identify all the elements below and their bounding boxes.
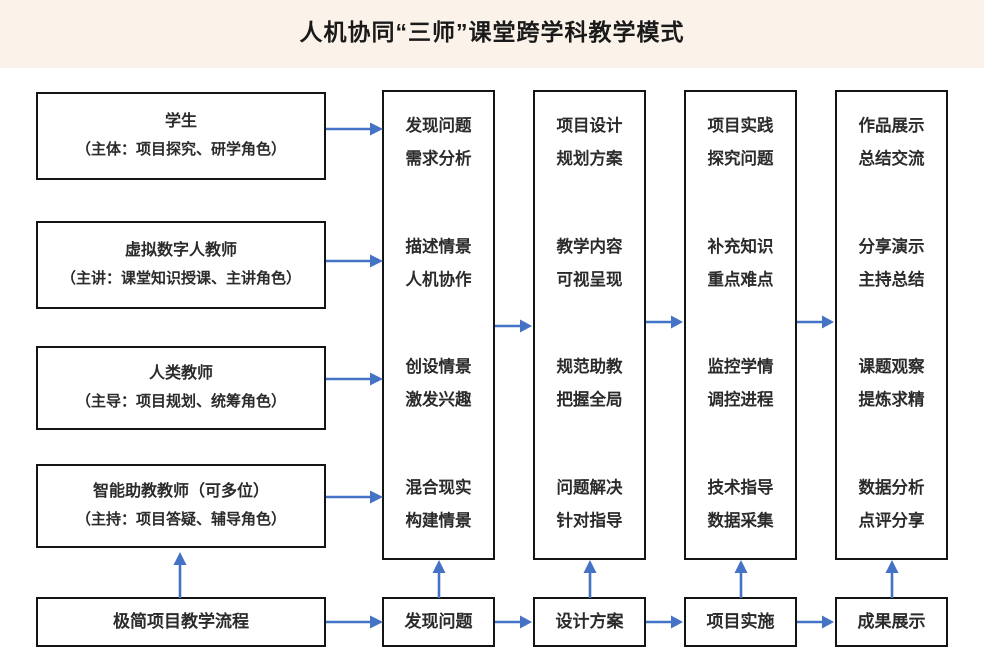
bottom-flow-label: 设计方案 bbox=[555, 612, 624, 631]
arrow-ai-assistant-to-stage1 bbox=[326, 488, 384, 506]
arrow-student-to-stage1 bbox=[326, 120, 384, 138]
stage-line: 课题观察 bbox=[858, 358, 925, 377]
stage-line: 总结交流 bbox=[858, 150, 925, 168]
bottom-flow-label: 项目实施 bbox=[706, 612, 775, 631]
stage-line: 规范助教 bbox=[556, 358, 623, 377]
stage-line: 问题解决 bbox=[556, 478, 623, 497]
arrow-bottom4-to-stage4 bbox=[883, 560, 901, 598]
stage-line: 构建情景 bbox=[405, 511, 472, 530]
role-box-human-teacher[interactable]: 人类教师 （主导：项目规划、统筹角色） bbox=[36, 346, 326, 430]
arrow-human-teacher-to-stage1 bbox=[326, 370, 384, 388]
stage-line: 可视呈现 bbox=[556, 270, 623, 289]
stage-line: 分享演示 bbox=[858, 237, 925, 256]
stage-line: 激发兴趣 bbox=[405, 391, 472, 410]
role-title: 虚拟数字人教师 bbox=[124, 242, 237, 259]
stage-line: 主持总结 bbox=[858, 270, 925, 289]
stage-line: 数据采集 bbox=[707, 511, 774, 530]
arrow-process-to-bottom1 bbox=[326, 613, 384, 631]
arrow-process-to-ai-assistant bbox=[171, 552, 189, 598]
arrow-bottom2-to-bottom3 bbox=[646, 613, 684, 631]
stage-group: 教学内容 可视呈现 bbox=[557, 231, 623, 297]
role-box-ai-assistant-teacher[interactable]: 智能助教教师（可多位） （主持：项目答疑、辅导角色） bbox=[36, 464, 326, 548]
page-title: 人机协同“三师”课堂跨学科教学模式 bbox=[299, 19, 685, 45]
role-subtitle: （主讲：课堂知识授课、主讲角色） bbox=[60, 270, 301, 287]
arrow-bottom1-to-bottom2 bbox=[495, 613, 533, 631]
stage-line: 补充知识 bbox=[707, 237, 774, 256]
stage-line: 需求分析 bbox=[405, 150, 472, 168]
bottom-flow-box-1[interactable]: 发现问题 bbox=[382, 597, 495, 647]
stage-line: 描述情景 bbox=[405, 237, 472, 256]
stage-line: 数据分析 bbox=[858, 478, 925, 497]
title-band bbox=[0, 0, 984, 68]
arrow-bottom2-to-stage2 bbox=[581, 560, 599, 598]
stage-group: 混合现实 构建情景 bbox=[406, 472, 472, 538]
stage-group: 技术指导 数据采集 bbox=[708, 472, 774, 538]
stage-line: 探究问题 bbox=[707, 150, 774, 168]
arrow-stage3-to-stage4 bbox=[797, 313, 835, 331]
stage-line: 点评分享 bbox=[858, 511, 925, 530]
stage-line: 作品展示 bbox=[858, 117, 925, 135]
stage-group: 作品展示 总结交流 bbox=[859, 110, 925, 176]
role-title: 学生 bbox=[164, 113, 197, 130]
process-label-text: 极简项目教学流程 bbox=[113, 612, 249, 631]
stage-line: 把握全局 bbox=[556, 391, 623, 410]
stage-line: 重点难点 bbox=[707, 270, 774, 289]
arrow-stage2-to-stage3 bbox=[646, 313, 684, 331]
role-title: 智能助教教师（可多位） bbox=[92, 483, 269, 500]
bottom-flow-box-2[interactable]: 设计方案 bbox=[533, 597, 646, 647]
stage-group: 监控学情 调控进程 bbox=[708, 351, 774, 417]
stage-line: 混合现实 bbox=[405, 478, 472, 497]
stage-line: 调控进程 bbox=[707, 391, 774, 410]
arrow-bottom3-to-stage3 bbox=[732, 560, 750, 598]
stage-group: 规范助教 把握全局 bbox=[557, 351, 623, 417]
stage-group: 课题观察 提炼求精 bbox=[859, 351, 925, 417]
stage-line: 规划方案 bbox=[556, 150, 623, 168]
role-box-virtual-teacher[interactable]: 虚拟数字人教师 （主讲：课堂知识授课、主讲角色） bbox=[36, 221, 326, 309]
stage-group: 创设情景 激发兴趣 bbox=[406, 351, 472, 417]
bottom-flow-label: 成果展示 bbox=[857, 612, 926, 631]
bottom-flow-label: 发现问题 bbox=[404, 612, 473, 631]
arrow-virtual-teacher-to-stage1 bbox=[326, 252, 384, 270]
stage-line: 发现问题 bbox=[405, 117, 472, 135]
arrow-bottom1-to-stage1 bbox=[430, 560, 448, 598]
stage-column-discover[interactable]: 发现问题 需求分析 描述情景 人机协作 创设情景 激发兴趣 混合现实 构建情景 bbox=[382, 90, 495, 560]
stage-group: 问题解决 针对指导 bbox=[557, 472, 623, 538]
stage-line: 项目实践 bbox=[707, 117, 774, 135]
bottom-flow-box-3[interactable]: 项目实施 bbox=[684, 597, 797, 647]
arrow-bottom3-to-bottom4 bbox=[797, 613, 835, 631]
role-box-student[interactable]: 学生 （主体：项目探究、研学角色） bbox=[36, 92, 326, 180]
stage-column-practice[interactable]: 项目实践 探究问题 补充知识 重点难点 监控学情 调控进程 技术指导 数据采集 bbox=[684, 90, 797, 560]
role-title: 人类教师 bbox=[148, 365, 213, 382]
stage-group: 分享演示 主持总结 bbox=[859, 231, 925, 297]
stage-group: 发现问题 需求分析 bbox=[406, 110, 472, 176]
stage-group: 项目实践 探究问题 bbox=[708, 110, 774, 176]
stage-group: 项目设计 规划方案 bbox=[557, 110, 623, 176]
stage-line: 人机协作 bbox=[405, 270, 472, 289]
role-subtitle: （主持：项目答疑、辅导角色） bbox=[75, 511, 286, 528]
stage-line: 技术指导 bbox=[707, 478, 774, 497]
role-subtitle: （主体：项目探究、研学角色） bbox=[75, 141, 286, 158]
stage-line: 教学内容 bbox=[556, 237, 623, 256]
stage-line: 监控学情 bbox=[707, 358, 774, 377]
stage-column-showcase[interactable]: 作品展示 总结交流 分享演示 主持总结 课题观察 提炼求精 数据分析 点评分享 bbox=[835, 90, 948, 560]
stage-group: 描述情景 人机协作 bbox=[406, 231, 472, 297]
stage-line: 针对指导 bbox=[556, 511, 623, 530]
bottom-flow-box-4[interactable]: 成果展示 bbox=[835, 597, 948, 647]
stage-column-design[interactable]: 项目设计 规划方案 教学内容 可视呈现 规范助教 把握全局 问题解决 针对指导 bbox=[533, 90, 646, 560]
arrow-stage1-to-stage2 bbox=[495, 317, 533, 335]
role-subtitle: （主导：项目规划、统筹角色） bbox=[75, 393, 286, 410]
stage-line: 项目设计 bbox=[556, 117, 623, 135]
stage-line: 创设情景 bbox=[405, 358, 472, 377]
stage-group: 数据分析 点评分享 bbox=[859, 472, 925, 538]
process-label-box[interactable]: 极简项目教学流程 bbox=[36, 597, 326, 647]
stage-group: 补充知识 重点难点 bbox=[708, 231, 774, 297]
stage-line: 提炼求精 bbox=[858, 391, 925, 410]
